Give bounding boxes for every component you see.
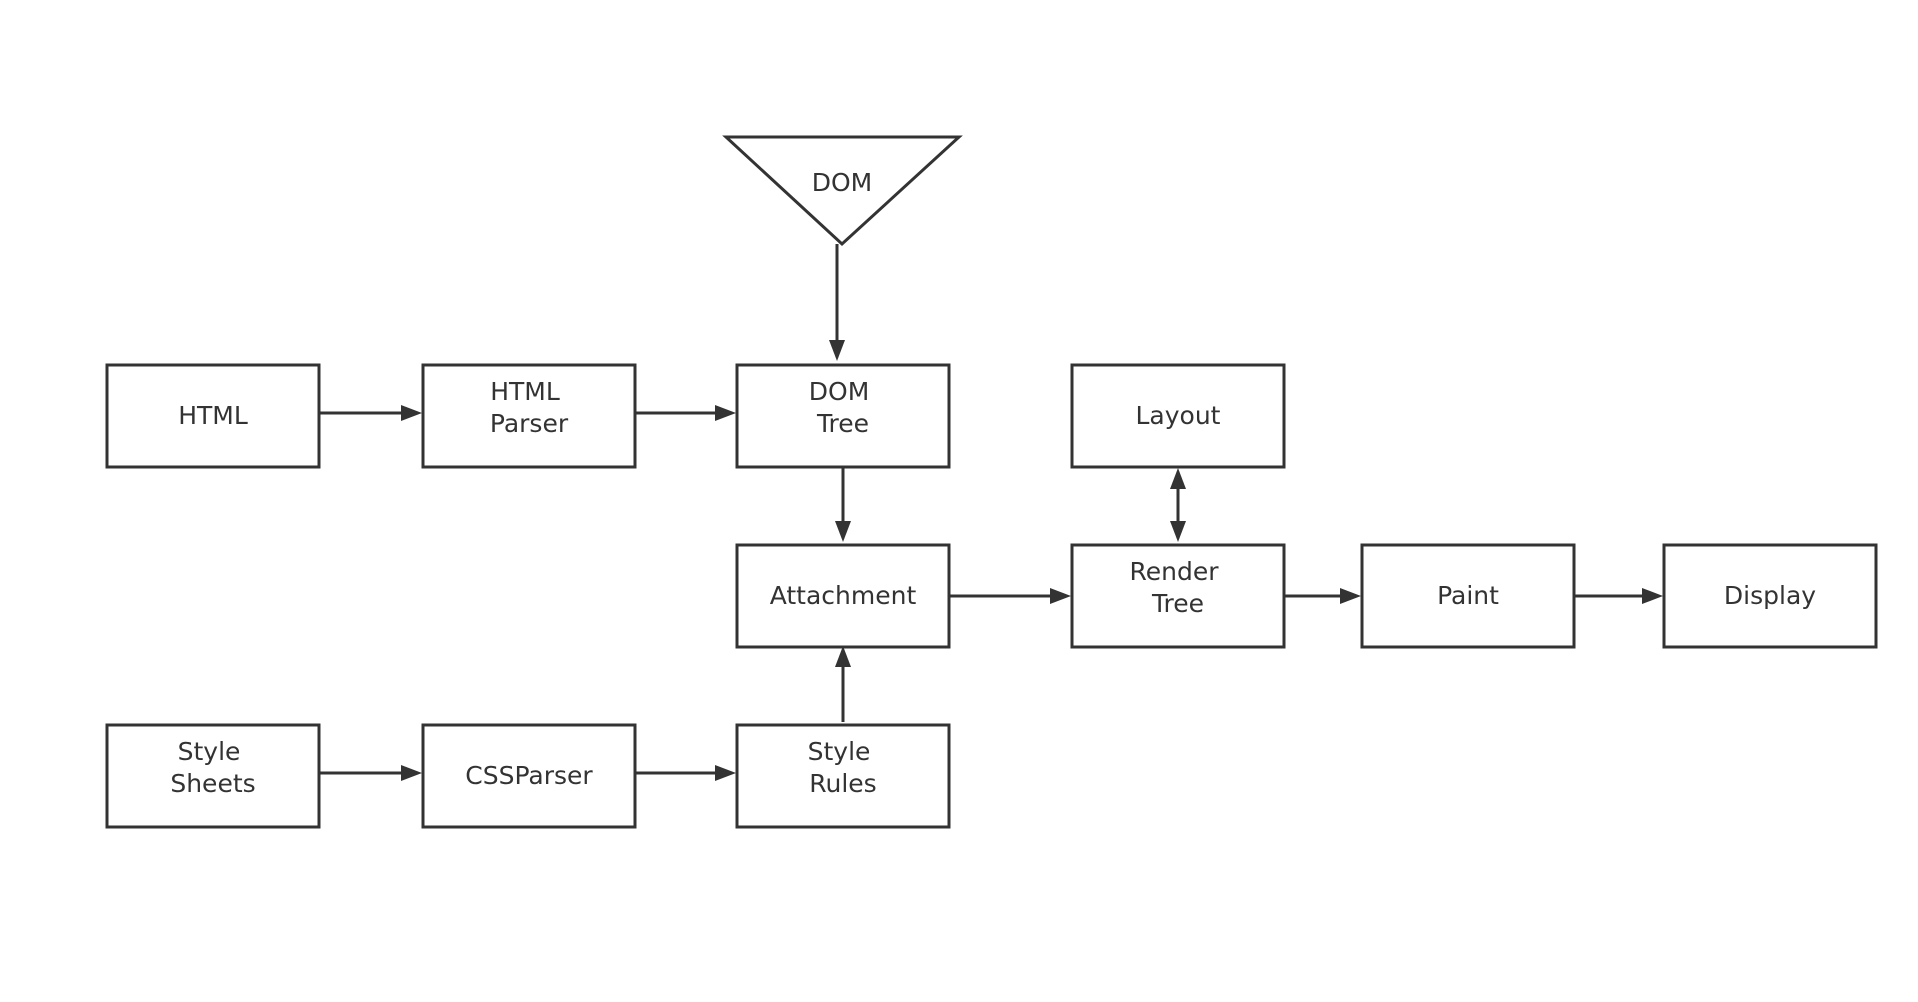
node-style-rules: Style Rules: [735, 723, 951, 829]
node-dom-label: DOM: [812, 168, 873, 197]
node-display-label: Display: [1724, 581, 1816, 610]
node-dom-tree-label: DOM Tree: [809, 377, 877, 438]
node-attachment: Attachment: [735, 543, 951, 649]
node-layout-label: Layout: [1136, 401, 1221, 430]
edge-dom-tree-to-attachment: [835, 467, 851, 542]
node-dom-tree: DOM Tree: [735, 363, 951, 469]
node-display: Display: [1662, 543, 1878, 649]
edge-style-sheets-to-css-parser: [319, 765, 422, 781]
diagram-nodes: DOM HTML HTML Parser DOM Tree Layout: [105, 135, 1878, 829]
edge-html-parser-to-dom-tree: [635, 405, 736, 421]
node-attachment-label: Attachment: [770, 581, 917, 610]
node-css-parser: CSSParser: [421, 723, 637, 829]
node-paint: Paint: [1360, 543, 1576, 649]
diagram-edges: [319, 244, 1663, 781]
node-layout: Layout: [1070, 363, 1286, 469]
edge-css-parser-to-style-rules: [635, 765, 736, 781]
edge-paint-to-display: [1574, 588, 1663, 604]
node-style-rules-label: Style Rules: [808, 737, 879, 798]
node-render-tree-label: Render Tree: [1130, 557, 1227, 618]
edge-attachment-to-render-tree: [949, 588, 1071, 604]
node-html-parser-label: HTML Parser: [490, 377, 569, 438]
node-dom: DOM: [722, 135, 963, 247]
edge-dom-to-dom-tree: [829, 244, 845, 361]
node-paint-label: Paint: [1437, 581, 1499, 610]
node-html: HTML: [105, 363, 321, 469]
node-render-tree: Render Tree: [1070, 543, 1286, 649]
node-html-label: HTML: [178, 401, 248, 430]
node-style-sheets-label: Style Sheets: [170, 737, 255, 798]
node-style-sheets: Style Sheets: [105, 723, 321, 829]
node-html-parser: HTML Parser: [421, 363, 637, 469]
edge-style-rules-to-attachment: [835, 646, 851, 722]
edge-html-to-html-parser: [319, 405, 422, 421]
edge-render-tree-to-paint: [1284, 588, 1361, 604]
node-css-parser-label: CSSParser: [465, 761, 593, 790]
edge-render-tree-layout-bidirectional: [1170, 468, 1186, 542]
